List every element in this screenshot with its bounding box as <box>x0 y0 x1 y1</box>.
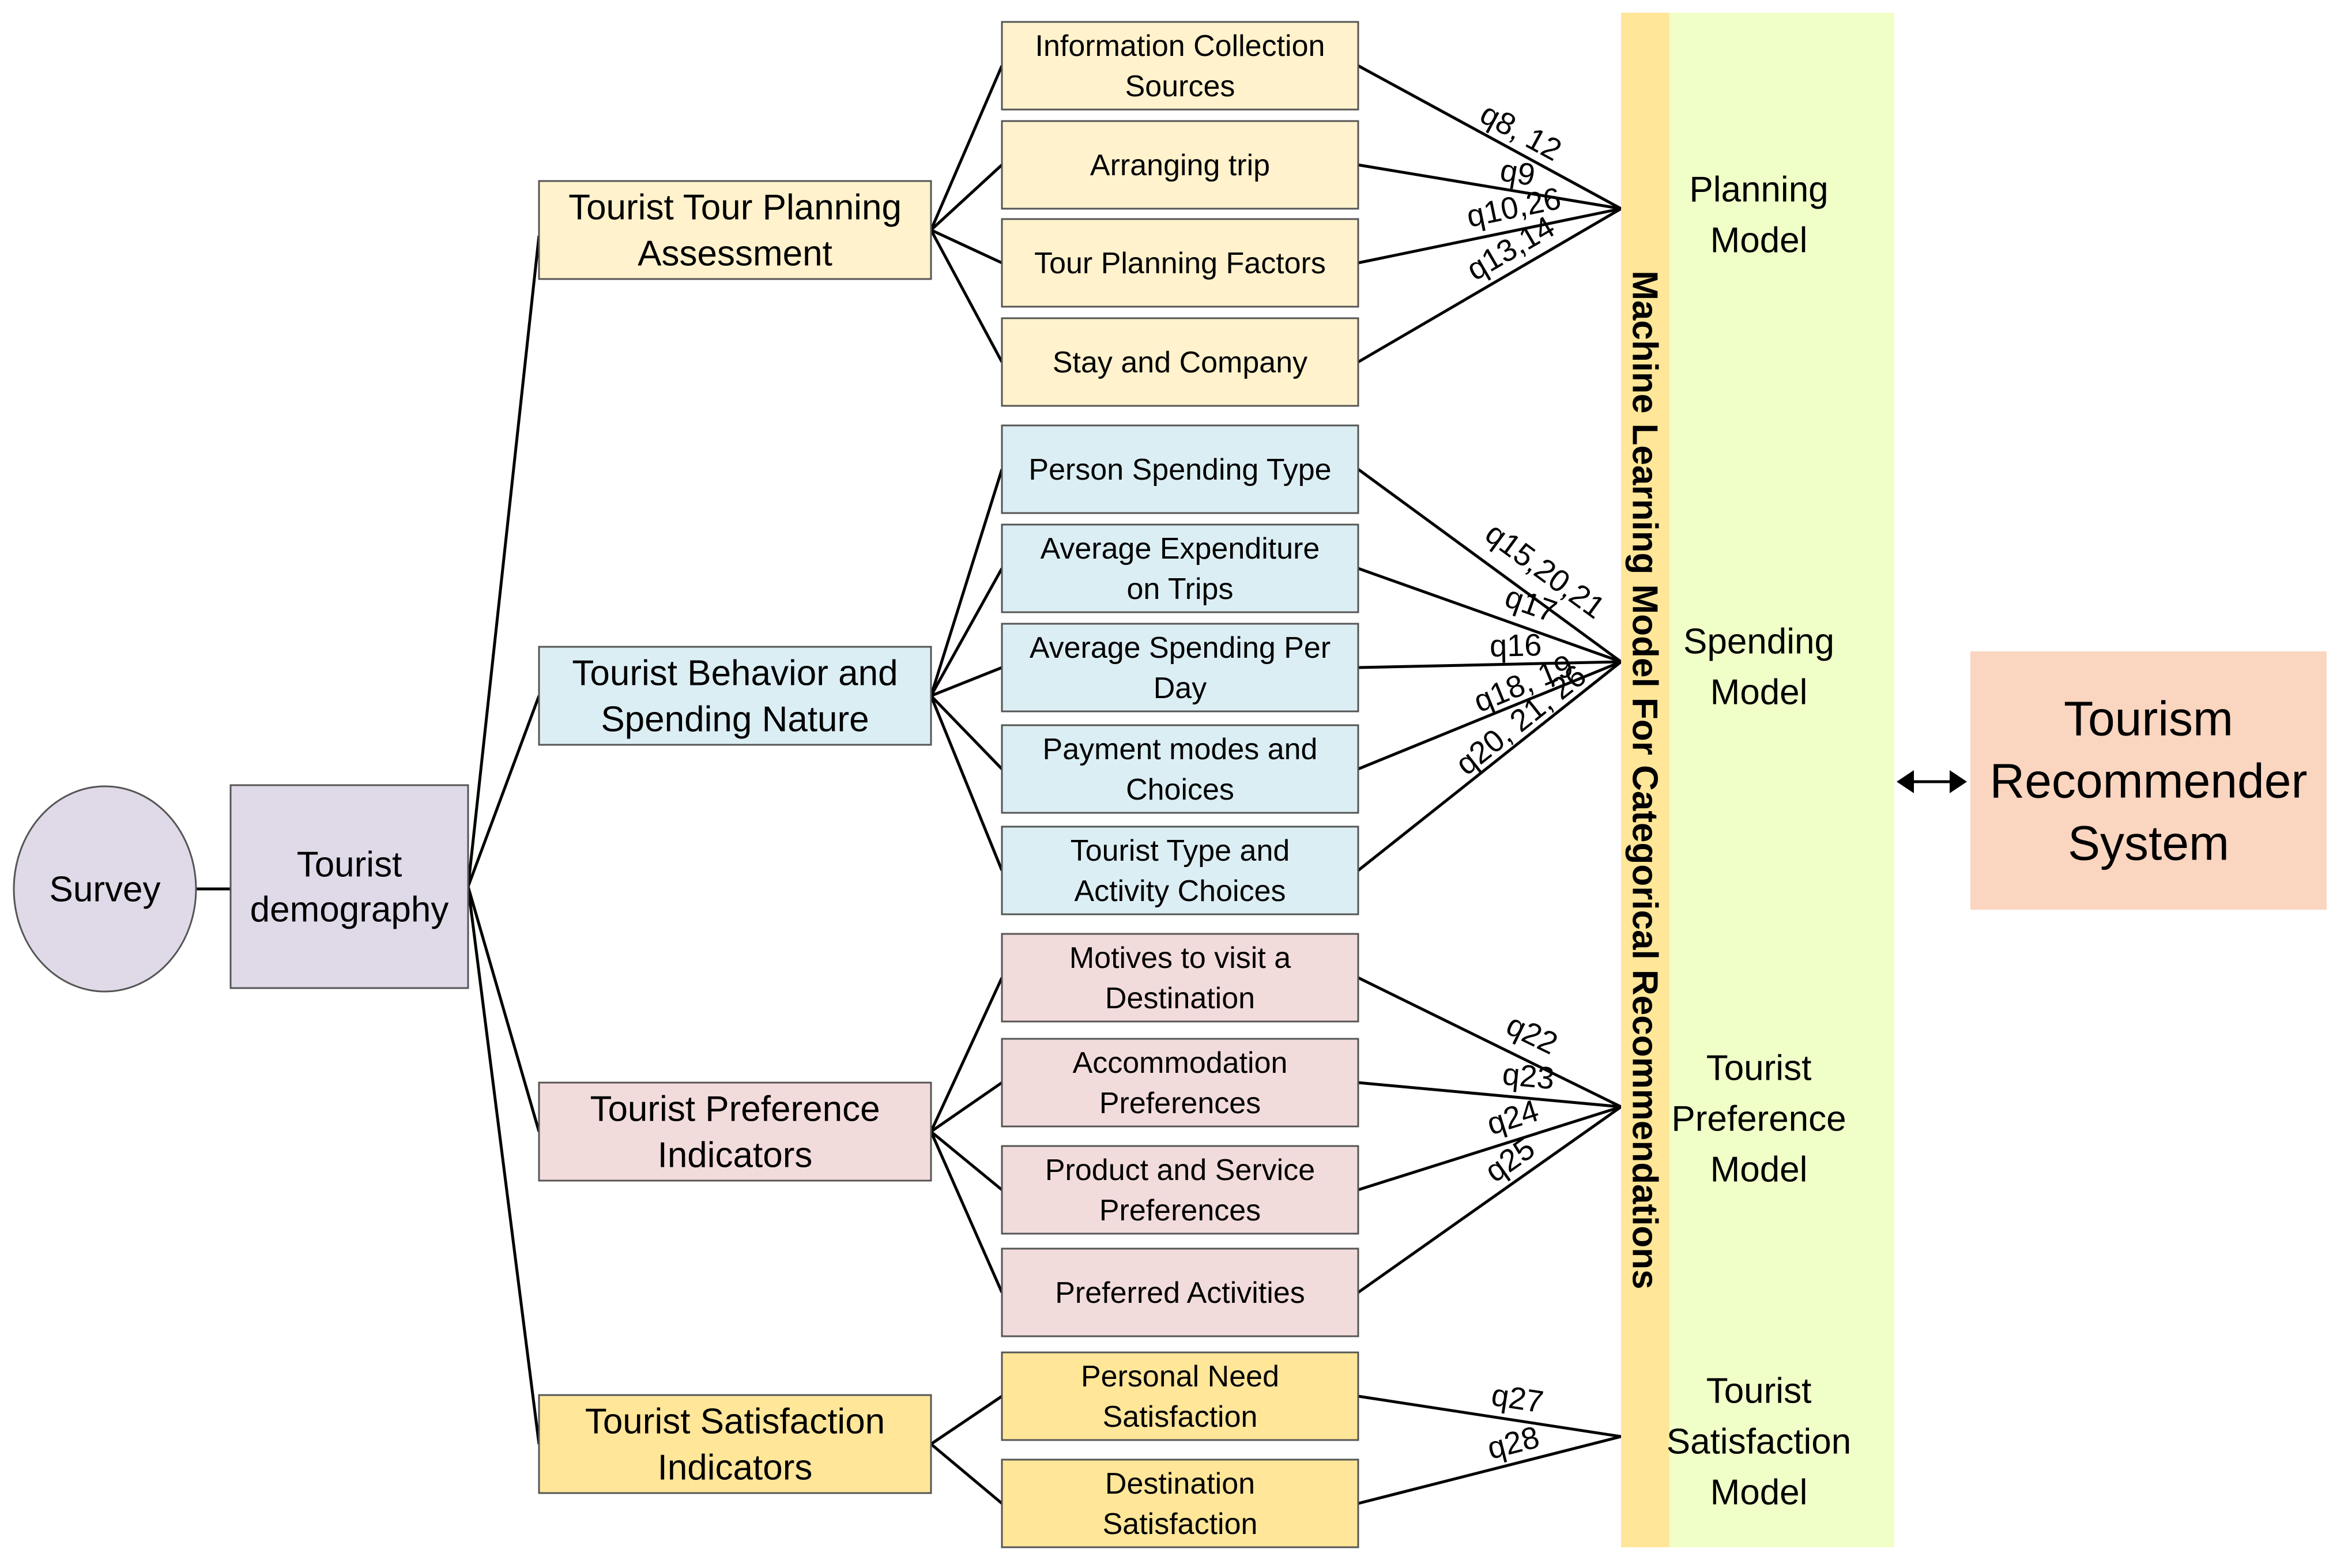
question-label: q9 <box>1498 153 1537 193</box>
factor-box <box>1001 523 1359 613</box>
demography-to-category-line <box>466 235 541 887</box>
factor-to-model-line <box>1358 660 1622 669</box>
category-to-factor-line <box>930 695 1003 770</box>
factor-box <box>1001 317 1359 407</box>
category-to-factor-line <box>930 1130 1003 1191</box>
category-to-factor-line <box>929 65 1004 231</box>
factor-to-model-line <box>1357 661 1622 872</box>
factor-box <box>1001 826 1359 915</box>
category-to-factor-line <box>930 666 1002 698</box>
category-to-factor-line <box>929 695 1004 871</box>
factor-box <box>1001 1458 1359 1548</box>
category-box-satisfaction <box>538 1394 932 1494</box>
question-label: q16 <box>1490 628 1542 664</box>
demography-to-category-line <box>466 886 541 1132</box>
demography-node <box>229 784 469 989</box>
factor-to-model-line <box>1357 468 1622 664</box>
category-box-planning <box>538 180 932 280</box>
diagram-nodes: Machine Learning Model For Categorical R… <box>13 13 2327 1548</box>
ml-model-bar <box>1621 13 1669 1547</box>
question-label: q23 <box>1501 1057 1556 1096</box>
factor-label: Person Spending Type <box>1028 453 1331 487</box>
factor-to-model-line <box>1357 1105 1622 1294</box>
factor-to-model-line <box>1357 207 1622 364</box>
factor-to-model-line <box>1358 660 1622 771</box>
demography-to-category-line <box>466 695 541 887</box>
factor-to-model-line <box>1358 567 1622 664</box>
category-to-factor-line <box>930 228 1003 265</box>
factor-to-model-line <box>1357 64 1622 210</box>
factor-box <box>1001 21 1359 111</box>
factor-box <box>1001 724 1359 814</box>
question-label: q27 <box>1489 1378 1546 1420</box>
factor-box <box>1001 1351 1359 1441</box>
connector-lines <box>196 64 1955 1505</box>
factor-to-model-line <box>1358 1435 1622 1505</box>
model-panel <box>1669 13 1894 1547</box>
factor-to-model-line <box>1358 1105 1622 1192</box>
factor-label: Arranging trip <box>1090 149 1270 182</box>
factor-label: Preferred Activities <box>1055 1276 1305 1310</box>
category-to-factor-line <box>930 164 1003 231</box>
category-to-factor-line <box>929 567 1004 697</box>
survey-label: Survey <box>50 870 161 910</box>
factor-to-model-line <box>1358 163 1622 210</box>
factor-box <box>1001 1247 1359 1337</box>
factor-box <box>1001 120 1359 210</box>
category-to-factor-line <box>930 1394 1003 1446</box>
category-box-spending <box>538 646 932 746</box>
question-label: q25 <box>1479 1131 1541 1189</box>
category-to-factor-line <box>929 977 1004 1133</box>
factor-to-model-line <box>1358 1394 1622 1438</box>
category-box-preference <box>538 1081 932 1182</box>
arrow-right-icon <box>1950 770 1967 793</box>
category-to-factor-line <box>929 1130 1004 1294</box>
demography-to-category-line <box>466 886 541 1445</box>
category-to-factor-line <box>930 1443 1003 1505</box>
factor-to-model-line <box>1358 207 1622 265</box>
arrow-left-icon <box>1897 770 1914 793</box>
ml-model-label: Machine Learning Model For Categorical R… <box>1625 270 1664 1289</box>
factor-box <box>1001 933 1359 1023</box>
survey-node <box>13 785 197 993</box>
factor-to-model-line <box>1358 1081 1622 1109</box>
question-labels: q8, 12q9q10,26q13,14q15,20,21q17q16q18, … <box>1449 96 1611 1466</box>
factor-box <box>1001 1038 1359 1128</box>
factor-label: Tour Planning Factors <box>1034 247 1326 280</box>
category-to-factor-line <box>929 469 1004 696</box>
category-to-factor-line <box>929 229 1004 363</box>
category-to-factor-line <box>930 1081 1003 1133</box>
factor-label: Stay and Company <box>1053 346 1307 379</box>
factor-box <box>1001 218 1359 308</box>
recommender-box <box>1970 651 2327 910</box>
factor-to-model-line <box>1357 976 1622 1109</box>
factor-box <box>1001 424 1359 514</box>
factor-box <box>1001 1145 1359 1235</box>
factor-box <box>1001 623 1359 713</box>
